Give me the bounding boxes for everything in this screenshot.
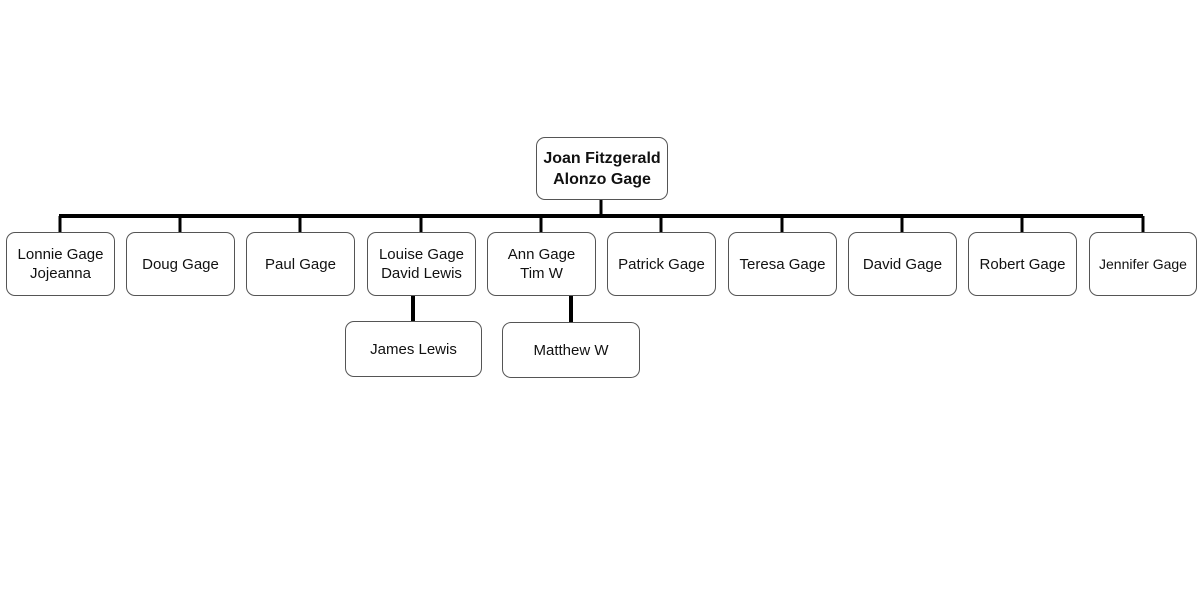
person-name: Louise Gage [378,246,465,263]
child-box: Jennifer Gage [1089,232,1197,296]
root-person-box: Joan Fitzgerald Alonzo Gage [536,137,668,200]
child-box: Lonnie Gage Jojeanna [6,232,115,296]
child-box: Paul Gage [246,232,355,296]
child-box: Teresa Gage [728,232,837,296]
person-name: David Gage [862,255,943,273]
person-name: Matthew W [533,341,609,359]
child-box: Ann Gage Tim W [487,232,596,296]
person-name: Lonnie Gage [17,246,104,263]
person-name: Joan Fitzgerald [543,149,661,167]
person-name: Patrick Gage [618,255,705,273]
person-name: James Lewis [370,340,457,358]
person-name: Paul Gage [265,255,336,273]
person-name: Ann Gage [507,246,576,263]
person-name: Robert Gage [979,255,1066,273]
child-box: Louise Gage David Lewis [367,232,476,296]
grandchild-box: Matthew W [502,322,640,378]
person-name: Doug Gage [142,255,219,273]
child-box: Robert Gage [968,232,1077,296]
person-name: Teresa Gage [739,255,826,273]
child-box: David Gage [848,232,957,296]
person-name: Jennifer Gage [1099,255,1187,272]
child-box: Doug Gage [126,232,235,296]
person-name: Alonzo Gage [553,170,651,188]
child-box: Patrick Gage [607,232,716,296]
person-name: Tim W [520,265,563,282]
person-name: Jojeanna [30,265,91,282]
grandchild-box: James Lewis [345,321,482,377]
person-name: David Lewis [381,265,462,282]
